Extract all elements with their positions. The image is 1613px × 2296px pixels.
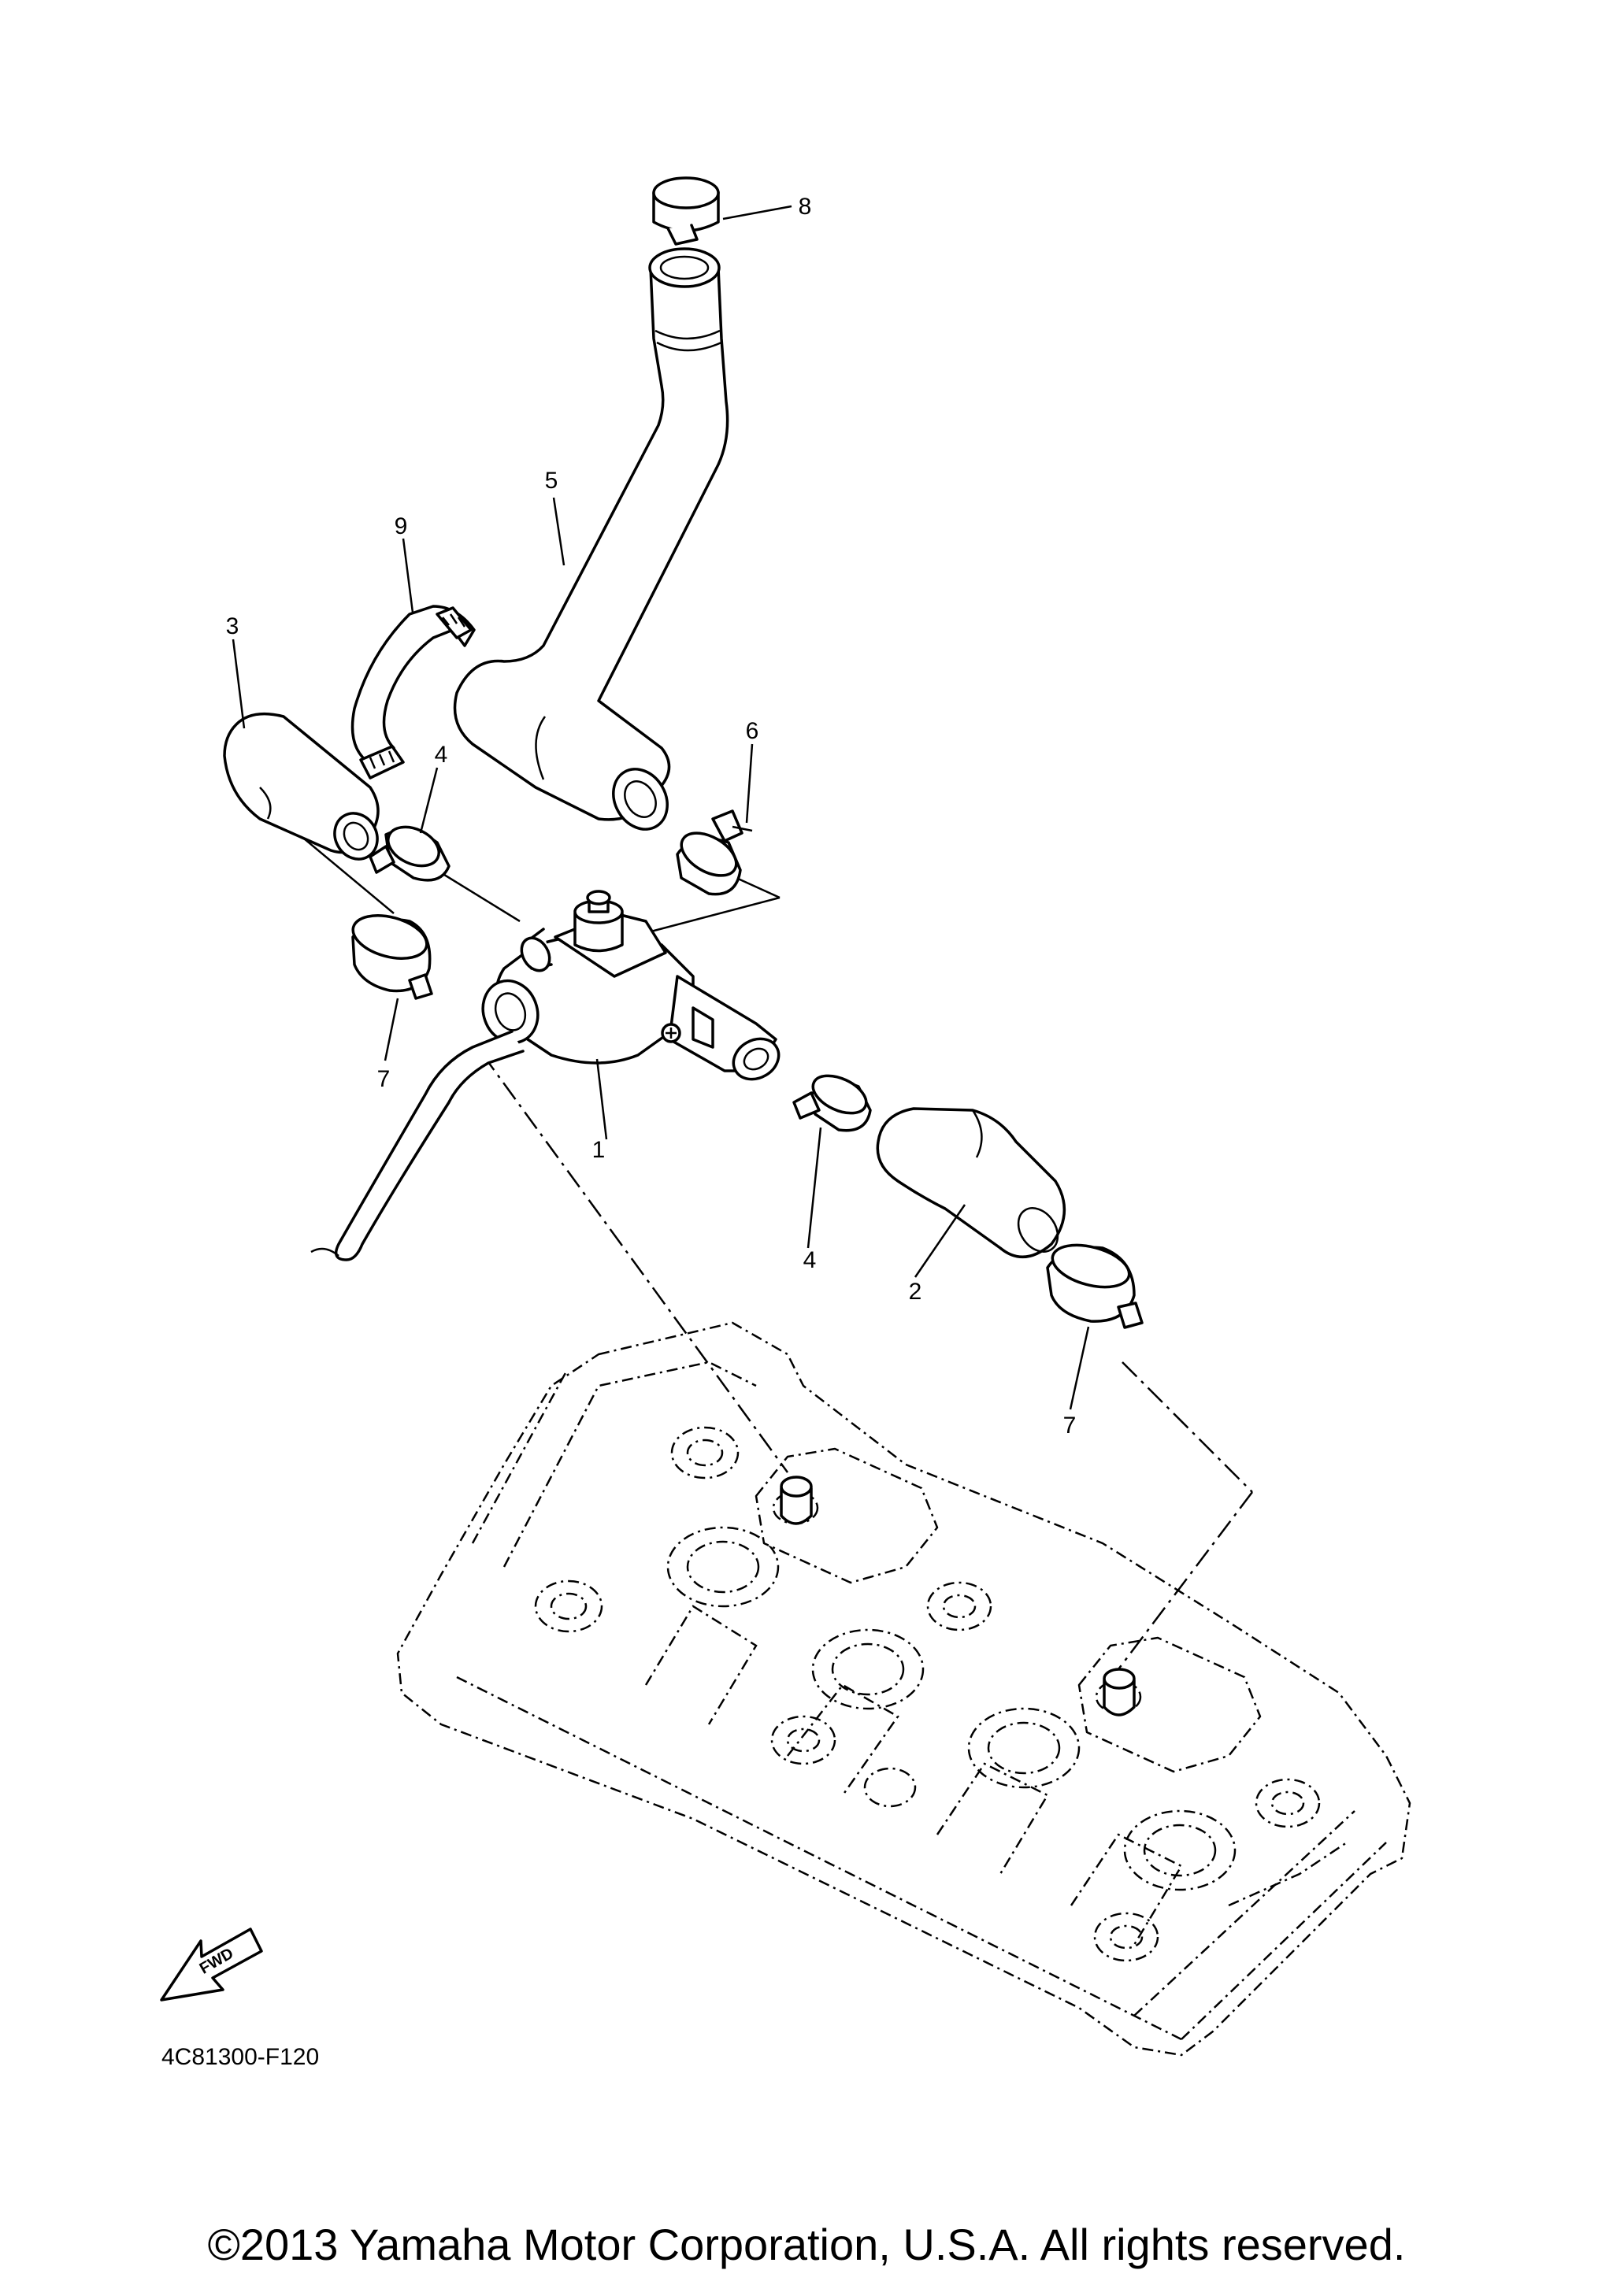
air-cut-valve bbox=[310, 890, 781, 1261]
callout-3: 3 bbox=[226, 613, 239, 639]
hose-clamp-7-left bbox=[351, 914, 433, 1000]
callout-leaders bbox=[232, 205, 1090, 1410]
band-clip bbox=[350, 605, 476, 780]
callout-4-upper: 4 bbox=[435, 742, 448, 768]
callout-7-left: 7 bbox=[377, 1066, 391, 1092]
hose-clamp-4-upper bbox=[369, 825, 451, 882]
cylinder-head-cover bbox=[396, 1321, 1411, 2057]
hose-clamp-4-lower bbox=[792, 1074, 872, 1132]
air-hose-right bbox=[876, 1107, 1066, 1259]
callout-2: 2 bbox=[909, 1279, 922, 1305]
diagram-code: 4C81300-F120 bbox=[161, 2044, 319, 2070]
fwd-arrow-icon: FWD bbox=[160, 1928, 263, 2002]
copyright-notice: ©2013 Yamaha Motor Corporation, U.S.A. A… bbox=[207, 2220, 1406, 2269]
callout-4-lower: 4 bbox=[803, 1247, 817, 1273]
reed-valve-nozzles bbox=[780, 1476, 1136, 1716]
callout-1: 1 bbox=[592, 1137, 606, 1163]
callout-5: 5 bbox=[545, 468, 558, 494]
hose-clamp-6 bbox=[676, 809, 753, 896]
air-hose bbox=[453, 247, 729, 831]
callout-9: 9 bbox=[395, 513, 408, 539]
callout-8: 8 bbox=[799, 194, 812, 220]
hose-clamp-top bbox=[652, 176, 720, 246]
callout-7-right: 7 bbox=[1063, 1413, 1077, 1439]
callout-numbers: 1 2 3 4 4 5 6 7 7 8 9 bbox=[226, 194, 1077, 1439]
callout-6: 6 bbox=[746, 718, 759, 744]
air-hose-left bbox=[223, 712, 380, 861]
hose-clamp-7-right bbox=[1046, 1243, 1144, 1329]
